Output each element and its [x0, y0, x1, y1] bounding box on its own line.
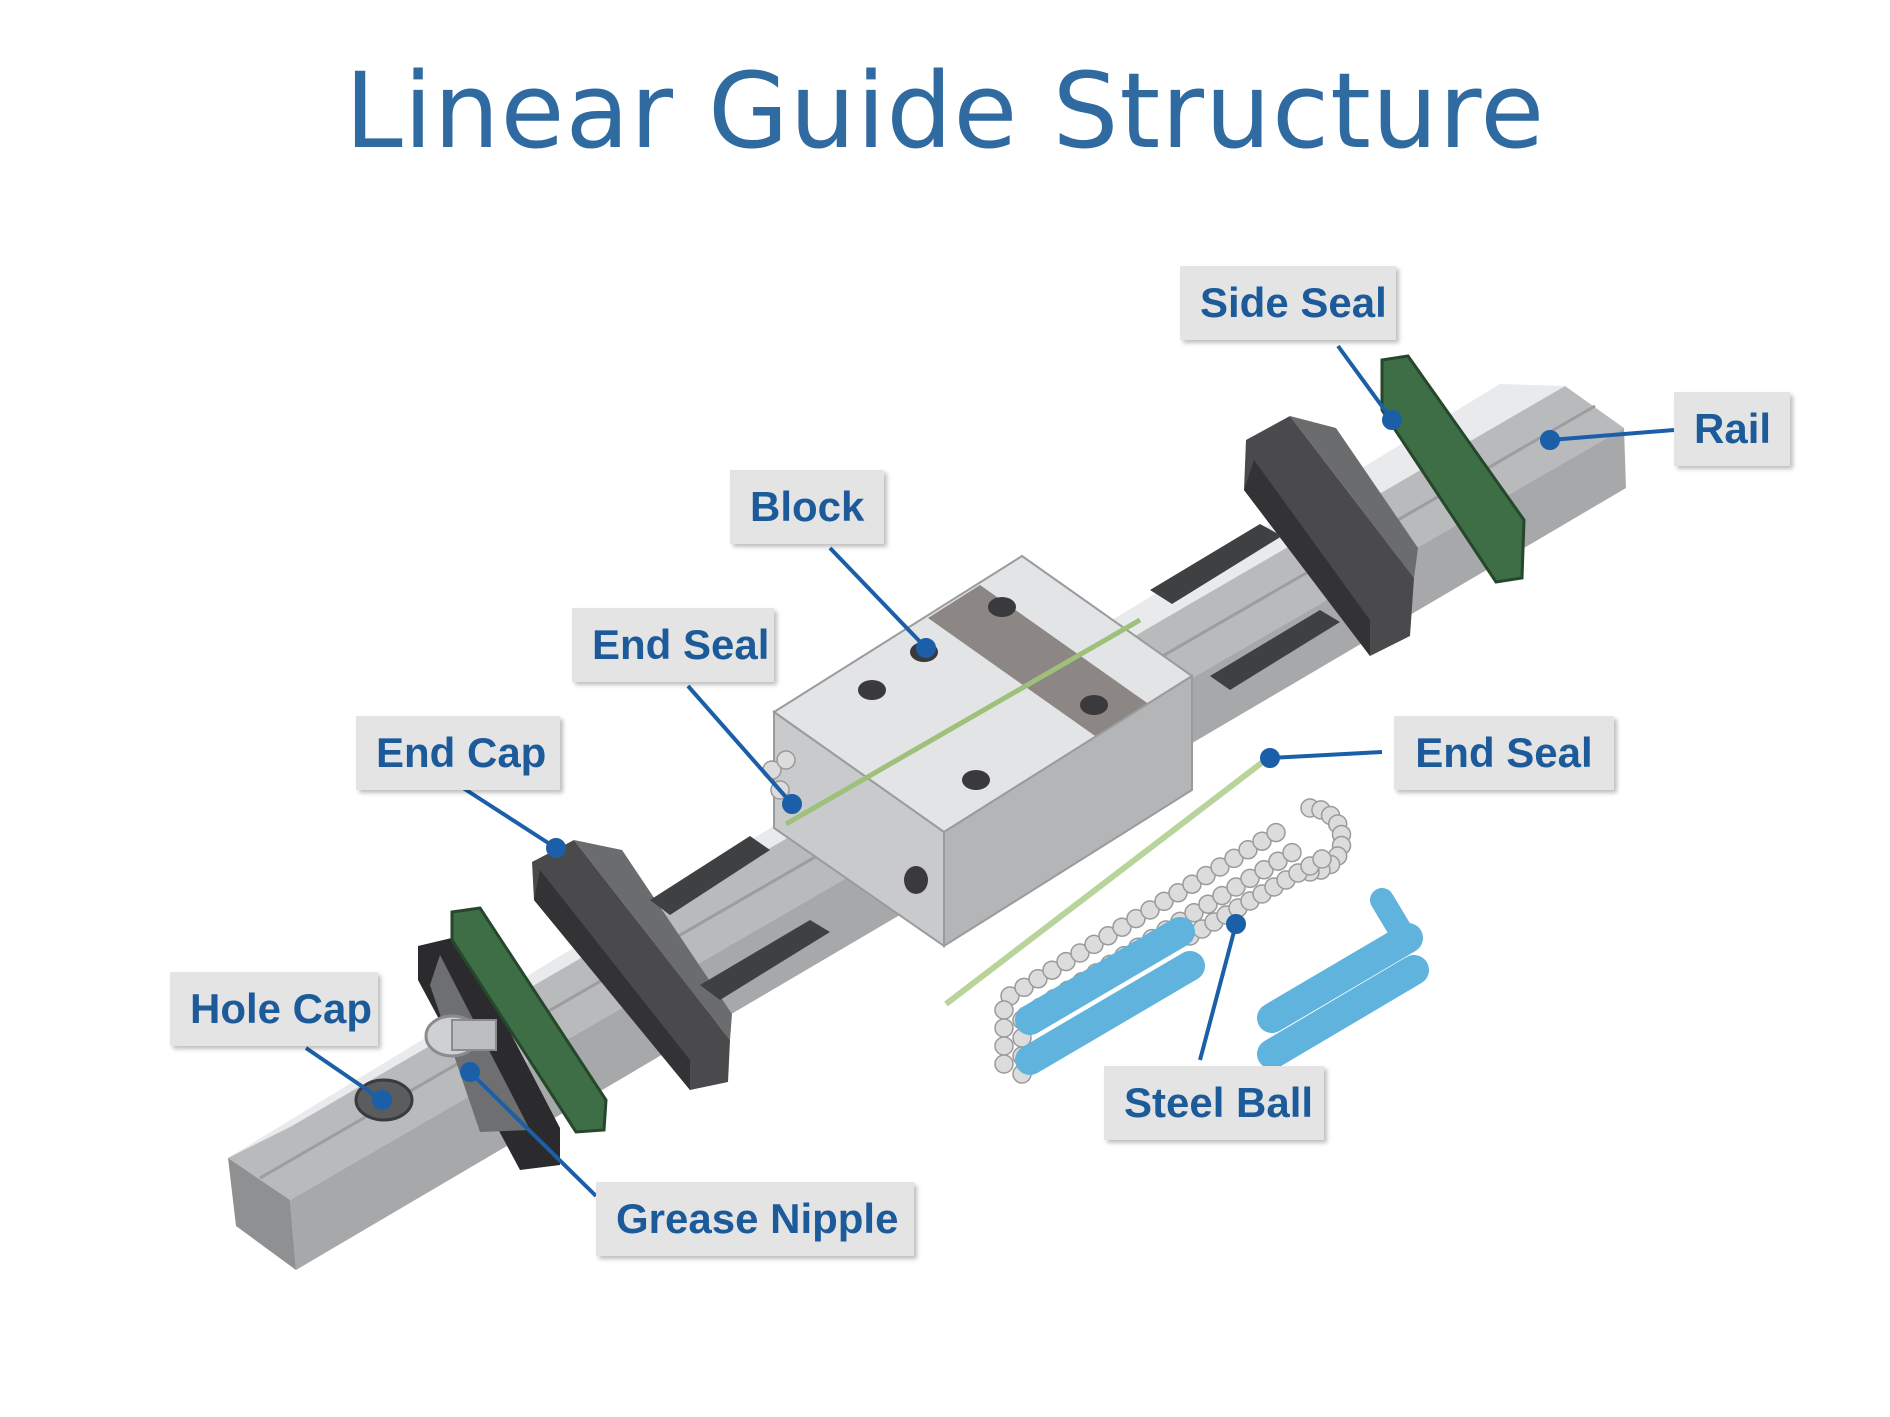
- steel-ball: [1182, 874, 1202, 894]
- steel-ball: [1210, 857, 1230, 877]
- steel-ball: [994, 1036, 1014, 1056]
- label-grease-nipple: Grease Nipple: [596, 1182, 914, 1256]
- steel-ball: [1312, 849, 1332, 869]
- steel-ball: [1028, 969, 1048, 989]
- label-end-seal-left: End Seal: [572, 608, 774, 682]
- steel-ball: [1042, 960, 1062, 980]
- steel-ball: [1238, 840, 1258, 860]
- steel-ball: [994, 1054, 1014, 1074]
- steel-ball: [1282, 842, 1302, 863]
- front-side-seal: [450, 906, 608, 1134]
- steel-ball: [1154, 891, 1174, 912]
- label-hole-cap: Hole Cap: [170, 972, 378, 1046]
- diagram-title: Linear Guide Structure: [344, 50, 1546, 172]
- rear-retainers: [1150, 524, 1340, 690]
- steel-ball: [1140, 900, 1160, 920]
- leader-lines: [304, 344, 1675, 1198]
- front-retainers: [650, 836, 830, 1000]
- steel-ball: [1212, 885, 1232, 906]
- ball-retainers: [1015, 888, 1429, 1075]
- label-side-seal: Side Seal: [1180, 266, 1396, 340]
- label-block: Block: [730, 470, 884, 544]
- steel-ball: [994, 1000, 1014, 1020]
- end-seal-strip-left: [784, 617, 1142, 827]
- steel-ball: [1224, 848, 1244, 869]
- label-end-cap: End Cap: [356, 716, 560, 790]
- label-steel-ball: Steel Ball: [1104, 1066, 1324, 1140]
- steel-ball: [1196, 865, 1216, 886]
- steel-ball: [1056, 951, 1076, 972]
- block: [772, 554, 1194, 948]
- steel-ball: [1070, 943, 1090, 963]
- label-end-seal-right: End Seal: [1394, 716, 1614, 790]
- steel-ball: [1112, 917, 1132, 937]
- steel-ball: [1084, 934, 1104, 955]
- steel-ball: [1198, 894, 1218, 914]
- steel-ball: [1184, 903, 1204, 923]
- steel-ball: [1240, 868, 1260, 889]
- steel-ball: [1226, 877, 1246, 897]
- steel-ball: [1266, 822, 1286, 843]
- steel-ball: [1014, 977, 1034, 998]
- steel-ball: [1126, 908, 1146, 929]
- front-end-cap: [532, 840, 732, 1090]
- grease-nipple: [424, 1014, 497, 1058]
- end-seal-strip-right: [944, 755, 1270, 1007]
- steel-ball: [776, 750, 796, 770]
- rear-side-seal: [1380, 354, 1526, 584]
- steel-ball: [994, 1018, 1014, 1038]
- steel-ball: [1254, 860, 1274, 880]
- steel-ball: [1168, 883, 1188, 903]
- label-rail: Rail: [1674, 392, 1790, 466]
- steel-ball: [1268, 851, 1288, 871]
- steel-ball: [1252, 831, 1272, 851]
- rear-end-cap: [1244, 416, 1418, 656]
- steel-ball: [1098, 926, 1118, 946]
